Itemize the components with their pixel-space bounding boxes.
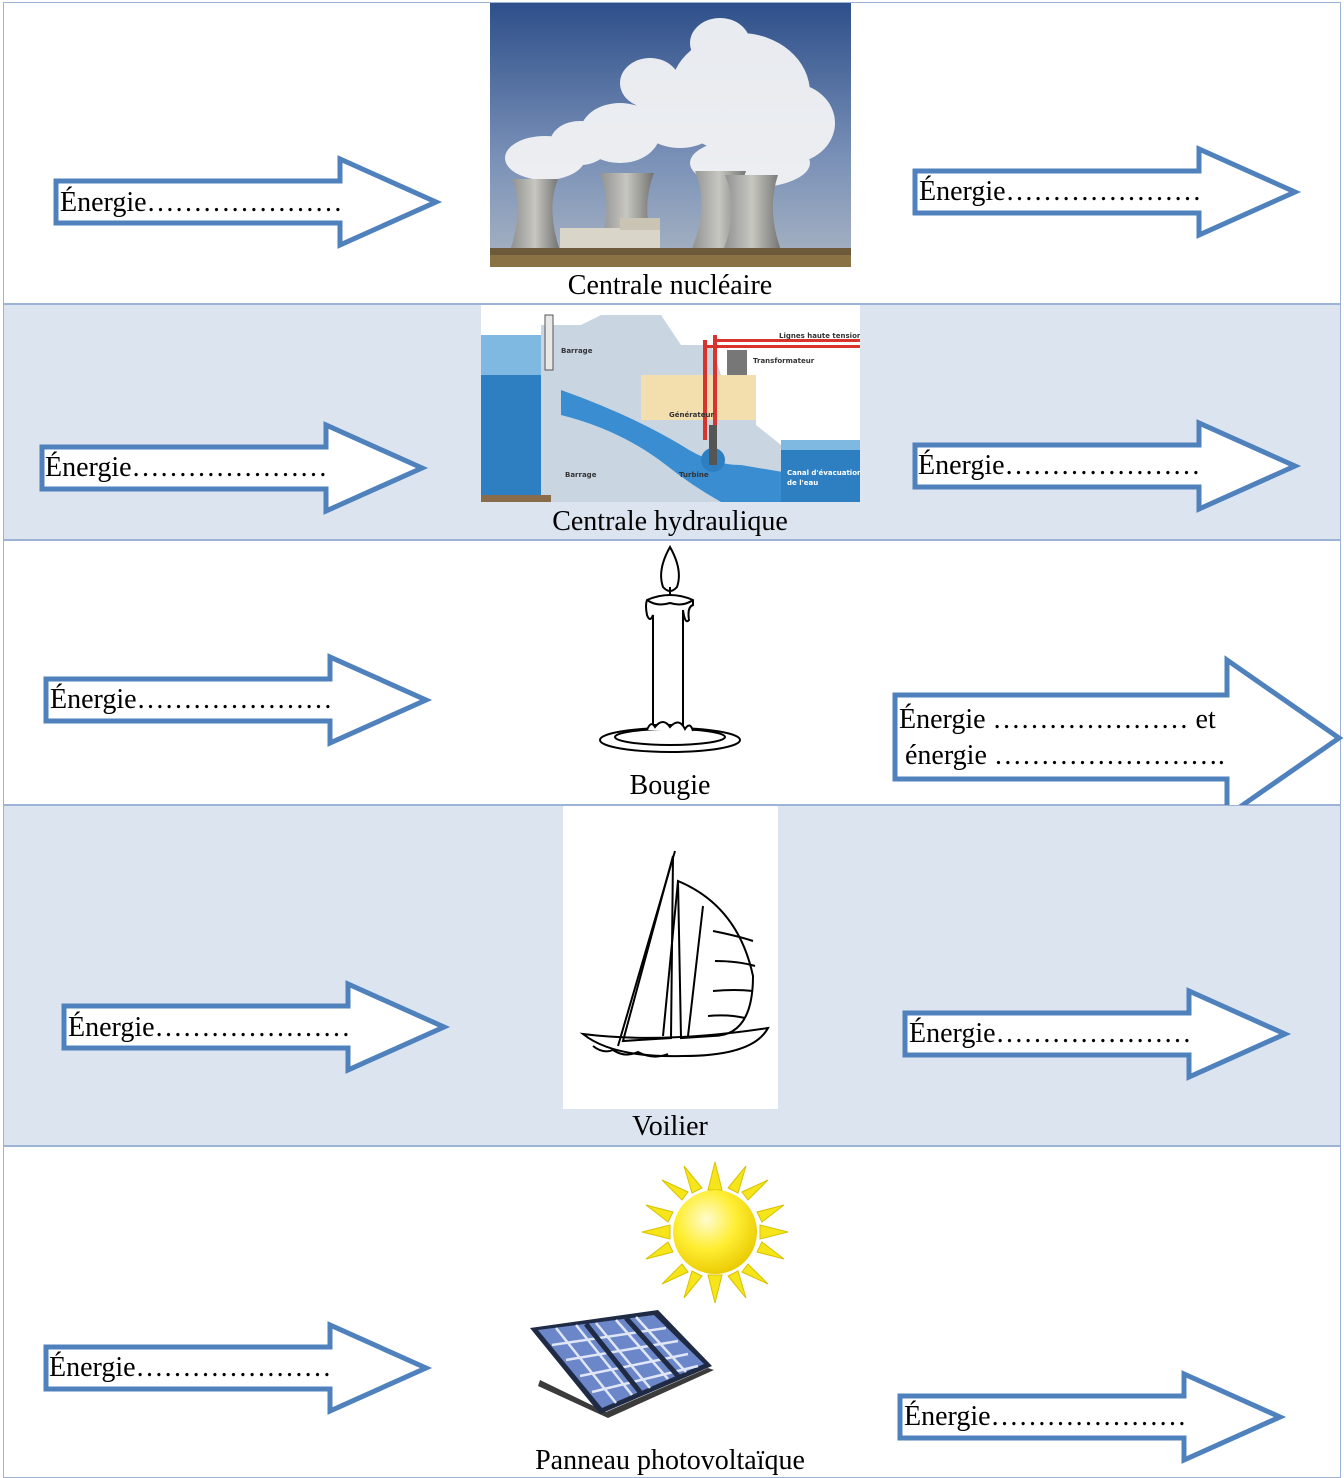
energy-input-label: Énergie………………… [50, 684, 333, 715]
input-arrow-solar: Énergie………………… [43, 1321, 433, 1415]
hydro-dam-diagram: Barrage Barrage Lignes haute tension Tra… [481, 305, 860, 502]
diagram-label-lignes: Lignes haute tension [779, 332, 860, 340]
caption-sailboat: Voilier [632, 1111, 708, 1142]
energy-input-label: Énergie………………… [68, 1012, 351, 1043]
energy-input-label: Énergie………………… [49, 1352, 332, 1383]
output-arrow-hydro: Énergie………………… [912, 419, 1302, 513]
output-arrow-candle: Énergie ………………… et énergie ……………………. [892, 655, 1344, 821]
caption-nuclear: Centrale nucléaire [567, 270, 773, 301]
caption-hydro: Centrale hydraulique [552, 506, 788, 537]
sailboat-drawing [563, 806, 778, 1109]
candle-drawing [595, 545, 745, 755]
energy-output-label: Énergie………………… [909, 1018, 1192, 1049]
caption-candle: Bougie [629, 770, 711, 801]
diagram-label-turbine: Turbine [679, 471, 709, 479]
input-arrow-candle: Énergie………………… [43, 653, 433, 747]
diagram-label-canal-1: Canal d'évacuation [787, 469, 860, 477]
input-arrow-nuclear: Énergie………………… [53, 155, 443, 249]
diagram-label-canal-2: de l'eau [787, 479, 818, 487]
diagram-label-generateur: Générateur [669, 411, 714, 419]
solar-panel-icon [528, 1308, 714, 1420]
energy-input-label: Énergie………………… [60, 187, 343, 218]
diagram-label-barrage-top: Barrage [561, 347, 593, 355]
diagram-label-transformateur: Transformateur [753, 357, 815, 365]
sun-icon [640, 1160, 790, 1305]
energy-output-label-line2: énergie ……………………. [905, 740, 1225, 771]
output-arrow-nuclear: Énergie………………… [912, 145, 1302, 239]
input-arrow-sailboat: Énergie………………… [61, 980, 451, 1074]
diagram-label-barrage-bottom: Barrage [565, 471, 597, 479]
nuclear-plant-photo [490, 3, 851, 267]
energy-output-label: Énergie………………… [919, 176, 1202, 207]
output-arrow-solar: Énergie………………… [897, 1370, 1287, 1464]
output-arrow-sailboat: Énergie………………… [902, 987, 1292, 1081]
energy-output-label-line1: Énergie ………………… et [899, 704, 1216, 735]
energy-input-label: Énergie………………… [45, 452, 328, 483]
caption-solar: Panneau photovoltaïque [535, 1445, 805, 1476]
energy-output-label: Énergie………………… [918, 450, 1201, 481]
input-arrow-hydro: Énergie………………… [39, 421, 429, 515]
energy-output-label: Énergie………………… [904, 1401, 1187, 1432]
